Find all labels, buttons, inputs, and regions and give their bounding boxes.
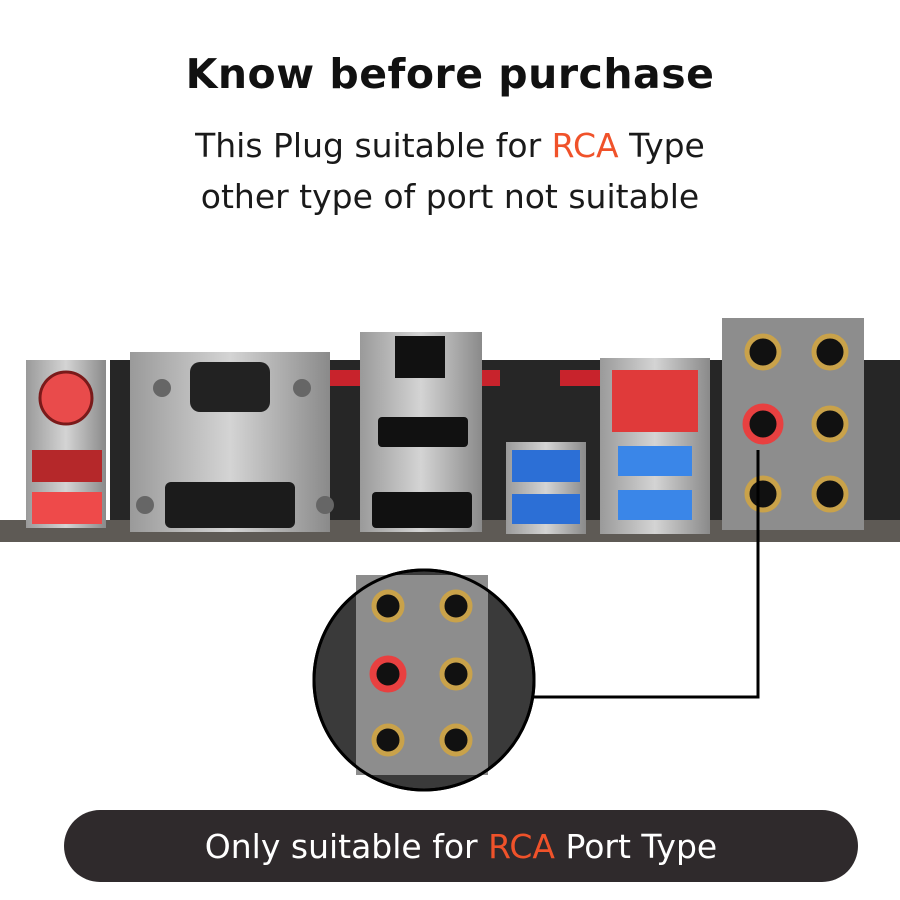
- hdmi-displayport: [360, 332, 482, 532]
- motherboard-io-image: [0, 318, 900, 792]
- rca-only-banner: Only suitable for RCA Port Type: [64, 810, 858, 882]
- audio-jacks: [722, 318, 864, 530]
- text: Port Type: [555, 826, 718, 866]
- text: Only suitable for: [204, 826, 489, 866]
- page-title: Know before purchase: [185, 50, 715, 98]
- ps2-port: [26, 360, 106, 528]
- suitability-line-1: This Plug suitable for RCA Type: [0, 126, 900, 165]
- callout-line: [530, 450, 760, 699]
- usb3-ports: [506, 442, 586, 534]
- zoomed-rca-callout: [312, 568, 536, 792]
- vga-dvi-ports: [130, 352, 334, 532]
- rca-highlight: RCA: [488, 826, 555, 866]
- lan-usb-ports: [600, 358, 710, 534]
- text: This Plug suitable for: [195, 126, 552, 165]
- rca-highlight: RCA: [551, 126, 619, 165]
- text: Type: [618, 126, 705, 165]
- suitability-line-2: other type of port not suitable: [200, 177, 700, 216]
